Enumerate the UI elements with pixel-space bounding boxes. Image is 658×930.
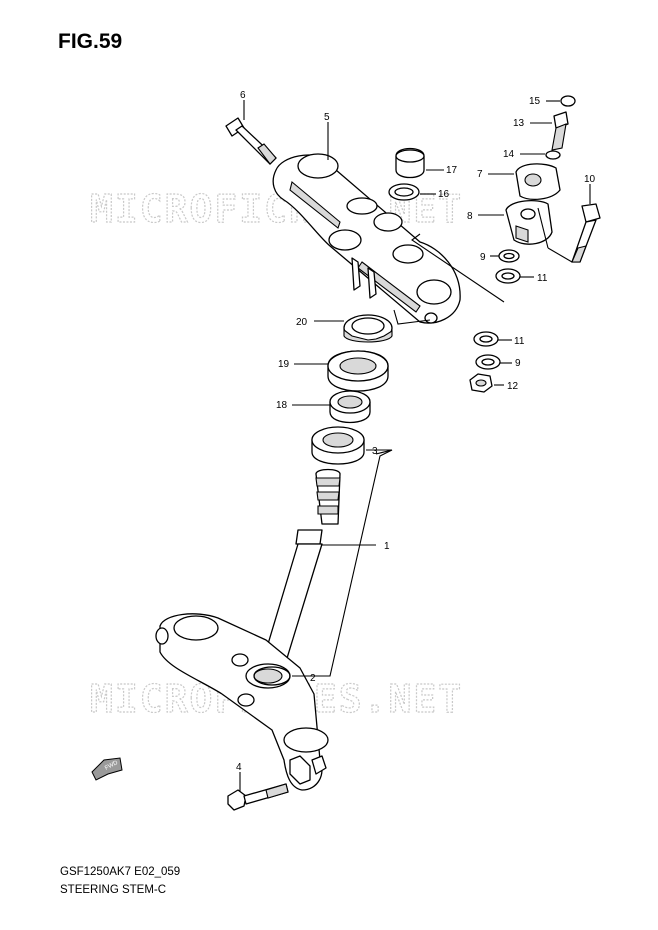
part-20-steering-nut — [314, 314, 393, 343]
part-1-steering-stem — [155, 468, 376, 791]
callout-18: 18 — [276, 400, 288, 411]
part-7-holder-upper — [488, 163, 561, 201]
part-9-washer-lower — [475, 354, 512, 370]
alignment-lines — [393, 207, 573, 325]
part-4-bolt — [227, 772, 289, 811]
callout-6: 6 — [240, 90, 246, 101]
part-16-washer — [388, 183, 436, 201]
part-10-bolt — [571, 184, 601, 263]
part-14-washer — [520, 150, 561, 160]
callout-7: 7 — [477, 169, 483, 180]
callout-9a: 9 — [480, 252, 486, 263]
diagram-code: GSF1250AK7 E02_059 — [60, 866, 181, 878]
callout-5: 5 — [324, 112, 330, 123]
callout-11b: 11 — [514, 336, 525, 347]
figure-title: FIG.59 — [58, 30, 123, 53]
callout-9b: 9 — [515, 358, 521, 369]
fwd-arrow-badge: FWD — [91, 757, 123, 781]
part-11-rubber-upper — [495, 268, 534, 284]
part-17-cap — [395, 147, 444, 179]
callout-4: 4 — [236, 762, 242, 773]
part-9-washer-upper — [490, 249, 520, 263]
part-3-bearing-lower — [311, 426, 393, 465]
part-6-bolt — [225, 100, 277, 165]
part-12-nut — [469, 373, 504, 393]
callout-17: 17 — [446, 165, 458, 176]
callout-20: 20 — [296, 317, 308, 328]
callout-2: 2 — [310, 673, 316, 684]
callout-19: 19 — [278, 359, 290, 370]
callout-13: 13 — [513, 118, 525, 129]
callout-1: 1 — [384, 541, 390, 552]
part-19-dust-seal — [294, 350, 389, 392]
callout-11a: 11 — [537, 273, 548, 284]
callout-10: 10 — [584, 174, 596, 185]
part-2-seal — [253, 449, 393, 686]
callout-3: 3 — [372, 446, 378, 457]
callout-8: 8 — [467, 211, 473, 222]
part-8-holder-lower — [478, 199, 553, 245]
part-15-cap — [546, 95, 576, 107]
part-5-upper-bracket — [272, 122, 461, 324]
callout-16: 16 — [438, 189, 450, 200]
part-13-bolt — [530, 111, 569, 151]
part-11-rubber-lower — [473, 331, 512, 347]
callout-14: 14 — [503, 149, 515, 160]
callout-15: 15 — [529, 96, 541, 107]
callout-12: 12 — [507, 381, 519, 392]
part-18-bearing-upper — [292, 390, 371, 424]
diagram-name: STEERING STEM-C — [60, 884, 167, 896]
